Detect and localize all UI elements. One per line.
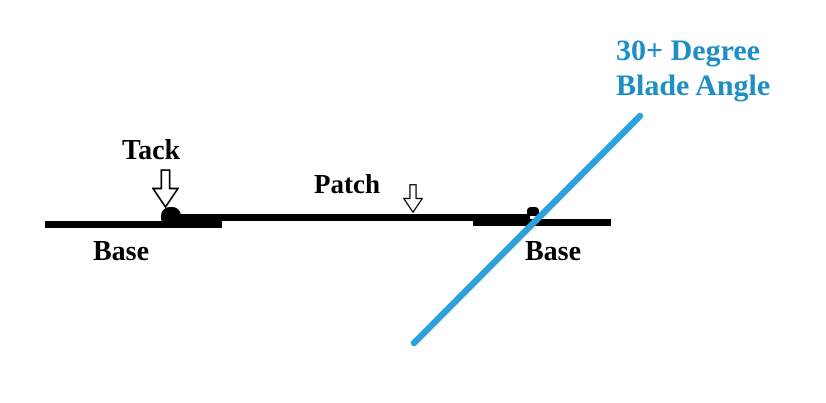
tack-label: Tack xyxy=(122,135,181,166)
tack-down-arrow-icon xyxy=(152,169,179,208)
patch-down-arrow-icon xyxy=(403,184,423,213)
blade-angle-label: 30+ Degree Blade Angle xyxy=(616,33,770,103)
blade-angle-label-line2: Blade Angle xyxy=(616,69,771,102)
base-label-left: Base xyxy=(93,236,149,267)
base-plate-left-line xyxy=(45,221,222,228)
tack-weld-left xyxy=(161,207,181,222)
tack-weld-right xyxy=(527,207,539,216)
patch-label: Patch xyxy=(314,169,380,199)
patch-plate-line xyxy=(170,214,530,221)
blade-angle-label-line1: 30+ Degree xyxy=(616,34,760,67)
base-label-right: Base xyxy=(525,236,581,267)
